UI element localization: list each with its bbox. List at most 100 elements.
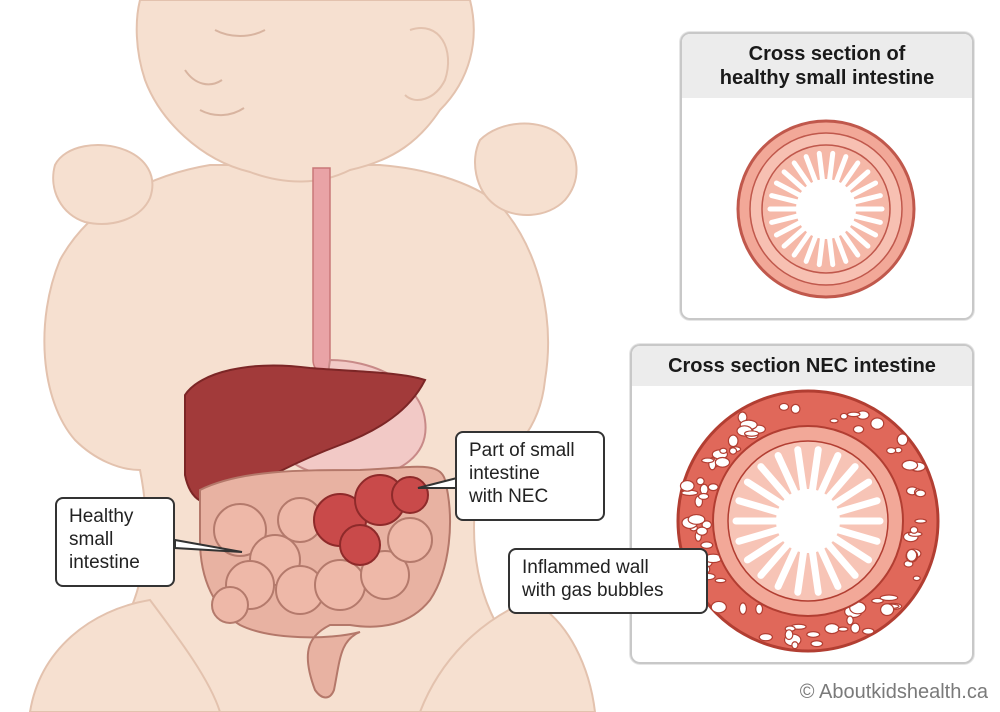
gas-bubble: [696, 477, 705, 486]
villus: [769, 213, 802, 225]
villus: [757, 463, 792, 502]
villus: [735, 497, 783, 517]
gas-bubble: [784, 629, 794, 641]
nec-cross-section: [676, 389, 940, 653]
gas-bubble: [719, 447, 728, 454]
small-intestine-healthy: [211, 497, 433, 624]
gas-bubble: [901, 459, 919, 471]
gas-bubble: [846, 615, 854, 626]
nec-cross-section-panel: Cross section NEC intestine: [630, 344, 974, 664]
gas-bubble: [701, 457, 715, 464]
villus: [774, 452, 800, 498]
gas-bubble: [778, 402, 790, 411]
villus: [833, 232, 849, 264]
gas-bubble: [790, 403, 801, 415]
gas-bubble: [912, 575, 921, 582]
small-intestine-nec: [313, 474, 429, 566]
healthy-cross-section: [736, 119, 916, 299]
gas-bubble: [909, 526, 919, 534]
gas-bubble: [700, 541, 714, 549]
baby-left-leg: [28, 598, 222, 712]
villus: [844, 169, 871, 193]
villus: [826, 150, 836, 184]
healthy-cross-section-panel: Cross section of healthy small intestine: [680, 32, 974, 320]
villus: [833, 525, 881, 545]
gas-bubble: [679, 479, 695, 492]
gas-bubble: [714, 577, 727, 584]
villus: [774, 544, 800, 590]
gas-bubble: [896, 433, 909, 447]
villus: [781, 169, 808, 193]
baby-right-fist: [474, 122, 578, 216]
villus: [794, 446, 808, 495]
gas-bubble: [743, 430, 760, 437]
gas-bubble: [850, 622, 861, 634]
villus: [839, 229, 861, 258]
villus: [848, 219, 879, 238]
gas-bubble: [837, 626, 849, 632]
villus: [829, 533, 873, 564]
gas-bubble: [806, 630, 821, 638]
gas-bubble: [879, 594, 899, 602]
gas-bubble: [839, 412, 849, 420]
gas-bubble: [755, 603, 764, 615]
gas-bubble: [914, 518, 928, 524]
callout-healthy-line-2: small: [69, 529, 114, 550]
gas-bubble: [714, 456, 731, 468]
villus: [757, 540, 792, 579]
gas-bubble: [846, 411, 861, 418]
villus: [794, 547, 808, 596]
callout-healthy-line-1: Healthy: [69, 506, 134, 527]
villus: [816, 452, 842, 498]
gas-bubble: [791, 641, 799, 650]
villus: [791, 229, 813, 258]
villus: [769, 193, 802, 205]
gas-bubble: [758, 633, 774, 642]
gas-bubble: [829, 418, 839, 424]
callout-nec-line-3: with NEC: [469, 486, 549, 507]
gas-bubble: [914, 489, 927, 498]
gas-bubble: [738, 602, 748, 615]
villus: [816, 150, 826, 184]
pointer-healthy: [174, 538, 243, 553]
gas-bubble: [728, 447, 738, 455]
villus: [850, 193, 883, 205]
gas-bubble: [687, 513, 706, 525]
villus: [816, 544, 842, 590]
callout-inflamed-line-2: with gas bubbles: [522, 580, 664, 601]
villus: [808, 446, 822, 495]
gas-bubble: [871, 597, 884, 604]
villus: [781, 225, 808, 249]
villus: [848, 180, 879, 199]
gas-bubble: [861, 627, 875, 635]
villus: [833, 497, 881, 517]
villus: [850, 213, 883, 225]
healthy-panel-title-line-2: healthy small intestine: [719, 67, 935, 89]
callout-nec-part: Part of small intestine with NEC: [455, 431, 605, 521]
villus: [803, 154, 819, 186]
gas-bubble: [852, 425, 865, 434]
nec-panel-title-line-1: Cross section NEC intestine: [668, 355, 936, 377]
gas-bubble: [727, 434, 739, 448]
villus: [824, 463, 859, 502]
villus: [824, 540, 859, 579]
gas-bubble: [886, 447, 897, 455]
villus: [833, 154, 849, 186]
villus: [773, 219, 804, 238]
baby-face: [184, 29, 266, 116]
nec-panel-title: Cross section NEC intestine: [632, 346, 972, 386]
villus: [773, 180, 804, 199]
villus: [844, 225, 871, 249]
gas-bubble: [905, 548, 918, 562]
gas-bubble: [870, 417, 885, 430]
callout-nec-line-2: intestine: [469, 463, 540, 484]
villus: [791, 160, 813, 189]
gas-bubble: [697, 492, 710, 500]
villus: [816, 234, 826, 268]
villus: [808, 547, 822, 596]
villus: [826, 234, 836, 268]
healthy-panel-title-line-1: Cross section of: [748, 43, 906, 65]
copyright-credit: © Aboutkidshealth.ca: [799, 681, 988, 703]
callout-healthy-line-3: intestine: [69, 552, 140, 573]
callout-inflamed-line-1: Inflammed wall: [522, 557, 649, 578]
